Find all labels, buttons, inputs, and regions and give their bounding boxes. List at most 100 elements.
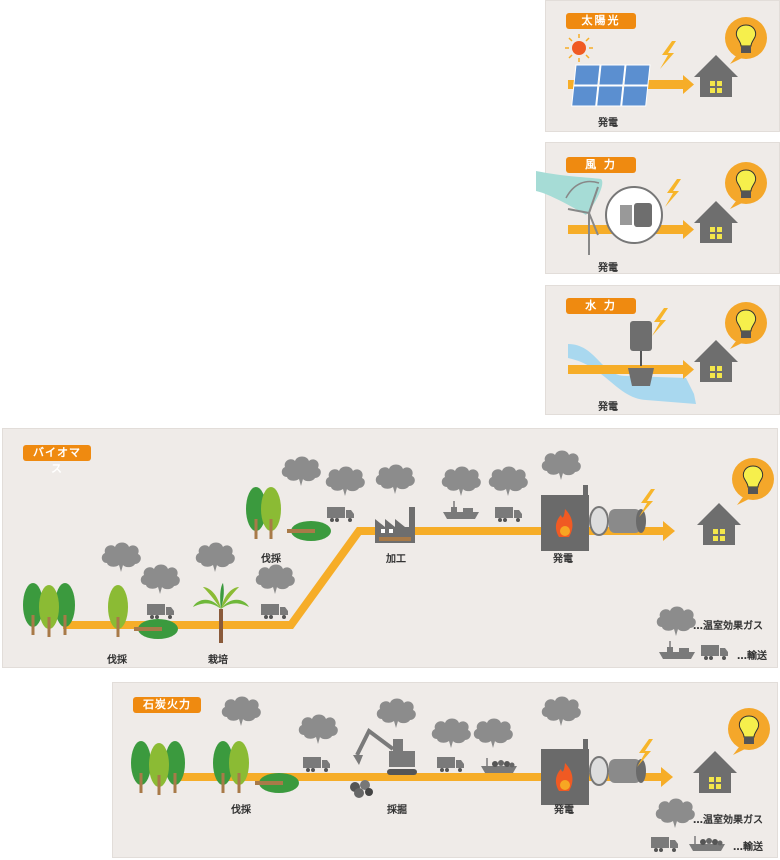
flow-arrowhead bbox=[663, 521, 675, 541]
wind-panel: 風 力 発電 bbox=[536, 142, 780, 274]
step-felling: 伐採 bbox=[231, 805, 251, 816]
step-generation: 発電 bbox=[554, 805, 574, 816]
house-icon bbox=[694, 55, 738, 97]
lightning-icon bbox=[660, 41, 676, 69]
light-bulb-icon bbox=[727, 707, 771, 756]
excavator-icon bbox=[353, 727, 417, 775]
step-felling: 伐採 bbox=[107, 655, 127, 666]
ghg-cloud-icon bbox=[298, 714, 338, 744]
step-processing: 加工 bbox=[386, 554, 406, 565]
truck-icon bbox=[327, 507, 354, 522]
wind-step-generation: 発電 bbox=[598, 263, 618, 274]
house-icon bbox=[693, 751, 737, 793]
sun-icon bbox=[565, 34, 593, 62]
ship-icon bbox=[442, 500, 480, 520]
coal-ship-icon bbox=[480, 757, 518, 774]
lightning-icon bbox=[637, 739, 653, 767]
hydro-title: 水 力 bbox=[566, 298, 636, 314]
ghg-cloud-icon bbox=[221, 696, 261, 726]
biomass-panel: バイオマス bbox=[2, 428, 778, 668]
step-felling: 伐採 bbox=[261, 554, 281, 565]
light-bulb-icon bbox=[724, 161, 768, 210]
ghg-cloud-icon bbox=[375, 464, 415, 494]
light-bulb-icon bbox=[724, 16, 768, 65]
ghg-cloud-icon bbox=[488, 466, 528, 496]
truck-icon bbox=[495, 507, 522, 522]
truck-icon bbox=[303, 757, 330, 772]
truck-icon bbox=[147, 604, 174, 619]
biomass-diagram bbox=[23, 450, 775, 660]
coal-diagram bbox=[131, 696, 771, 852]
generator-icon bbox=[589, 506, 647, 536]
coal-pile-icon bbox=[350, 780, 373, 798]
ghg-cloud-icon bbox=[255, 564, 295, 594]
palm-tree-icon bbox=[193, 583, 249, 643]
legend-cloud-icon bbox=[655, 798, 695, 828]
lightning-icon bbox=[639, 489, 655, 517]
lightning-icon bbox=[652, 308, 668, 336]
biomass-title: バイオマス bbox=[23, 445, 91, 475]
flow-arrow bbox=[568, 365, 683, 374]
factory-icon bbox=[375, 507, 415, 543]
ghg-cloud-icon bbox=[325, 466, 365, 496]
river-icon bbox=[568, 344, 696, 404]
legend-truck-icon bbox=[651, 837, 678, 852]
coal-panel: 石炭火力 bbox=[112, 682, 778, 858]
coal-title: 石炭火力 bbox=[133, 697, 201, 713]
legend-transport-label: …輸送 bbox=[737, 651, 767, 662]
rotation-arrow-icon bbox=[565, 180, 600, 199]
flow-arrowhead bbox=[683, 220, 694, 239]
truck-icon bbox=[261, 604, 288, 619]
ghg-cloud-icon bbox=[195, 542, 235, 572]
flow-arrowhead bbox=[661, 767, 673, 787]
tree-icon bbox=[108, 585, 128, 637]
solar-title: 太陽光 bbox=[566, 13, 636, 29]
solar-panel: 太陽光 発電 bbox=[545, 0, 780, 132]
generator-icon bbox=[589, 756, 647, 786]
ghg-cloud-icon bbox=[473, 718, 513, 748]
legend-ship-icon bbox=[688, 835, 726, 852]
wind-turbine-icon bbox=[567, 186, 599, 255]
lightning-icon bbox=[665, 179, 681, 207]
generator-closeup-icon bbox=[605, 186, 663, 244]
flow-line bbox=[63, 527, 663, 629]
hydro-panel: 水 力 発電 bbox=[545, 285, 780, 415]
solar-panel-icon bbox=[571, 64, 651, 107]
furnace-icon bbox=[541, 485, 589, 551]
furnace-icon bbox=[541, 739, 589, 805]
wind-diagram bbox=[536, 161, 768, 255]
wind-title: 風 力 bbox=[566, 157, 636, 173]
hydro-diagram bbox=[568, 301, 768, 404]
legend-truck-icon bbox=[701, 645, 728, 660]
ghg-cloud-icon bbox=[441, 466, 481, 496]
ghg-cloud-icon bbox=[140, 564, 180, 594]
ghg-cloud-icon bbox=[281, 456, 321, 486]
forest-icon bbox=[213, 741, 249, 793]
legend-ship-icon bbox=[658, 640, 696, 660]
house-icon bbox=[694, 340, 738, 382]
forest-icon bbox=[246, 487, 281, 539]
step-mining: 採掘 bbox=[387, 805, 407, 816]
forest-icon bbox=[131, 741, 185, 795]
solar-diagram bbox=[565, 16, 768, 107]
light-bulb-icon bbox=[724, 301, 768, 350]
ghg-cloud-icon bbox=[541, 696, 581, 726]
legend-transport-label: …輸送 bbox=[733, 842, 763, 853]
step-cultivation: 栽培 bbox=[208, 655, 228, 666]
legend-ghg-label: …温室効果ガス bbox=[693, 815, 763, 826]
ghg-cloud-icon bbox=[431, 718, 471, 748]
ghg-cloud-icon bbox=[101, 542, 141, 572]
ghg-cloud-icon bbox=[376, 698, 416, 728]
step-generation: 発電 bbox=[553, 554, 573, 565]
truck-icon bbox=[437, 757, 464, 772]
flow-arrowhead bbox=[683, 360, 694, 379]
felled-log-icon bbox=[287, 521, 331, 541]
water-turbine-icon bbox=[628, 321, 654, 386]
legend-cloud-icon bbox=[656, 606, 696, 636]
house-icon bbox=[697, 503, 741, 545]
ghg-cloud-icon bbox=[541, 450, 581, 480]
hydro-step-generation: 発電 bbox=[598, 402, 618, 413]
light-bulb-icon bbox=[731, 457, 775, 506]
solar-step-generation: 発電 bbox=[598, 118, 618, 129]
flow-arrowhead bbox=[683, 75, 694, 94]
